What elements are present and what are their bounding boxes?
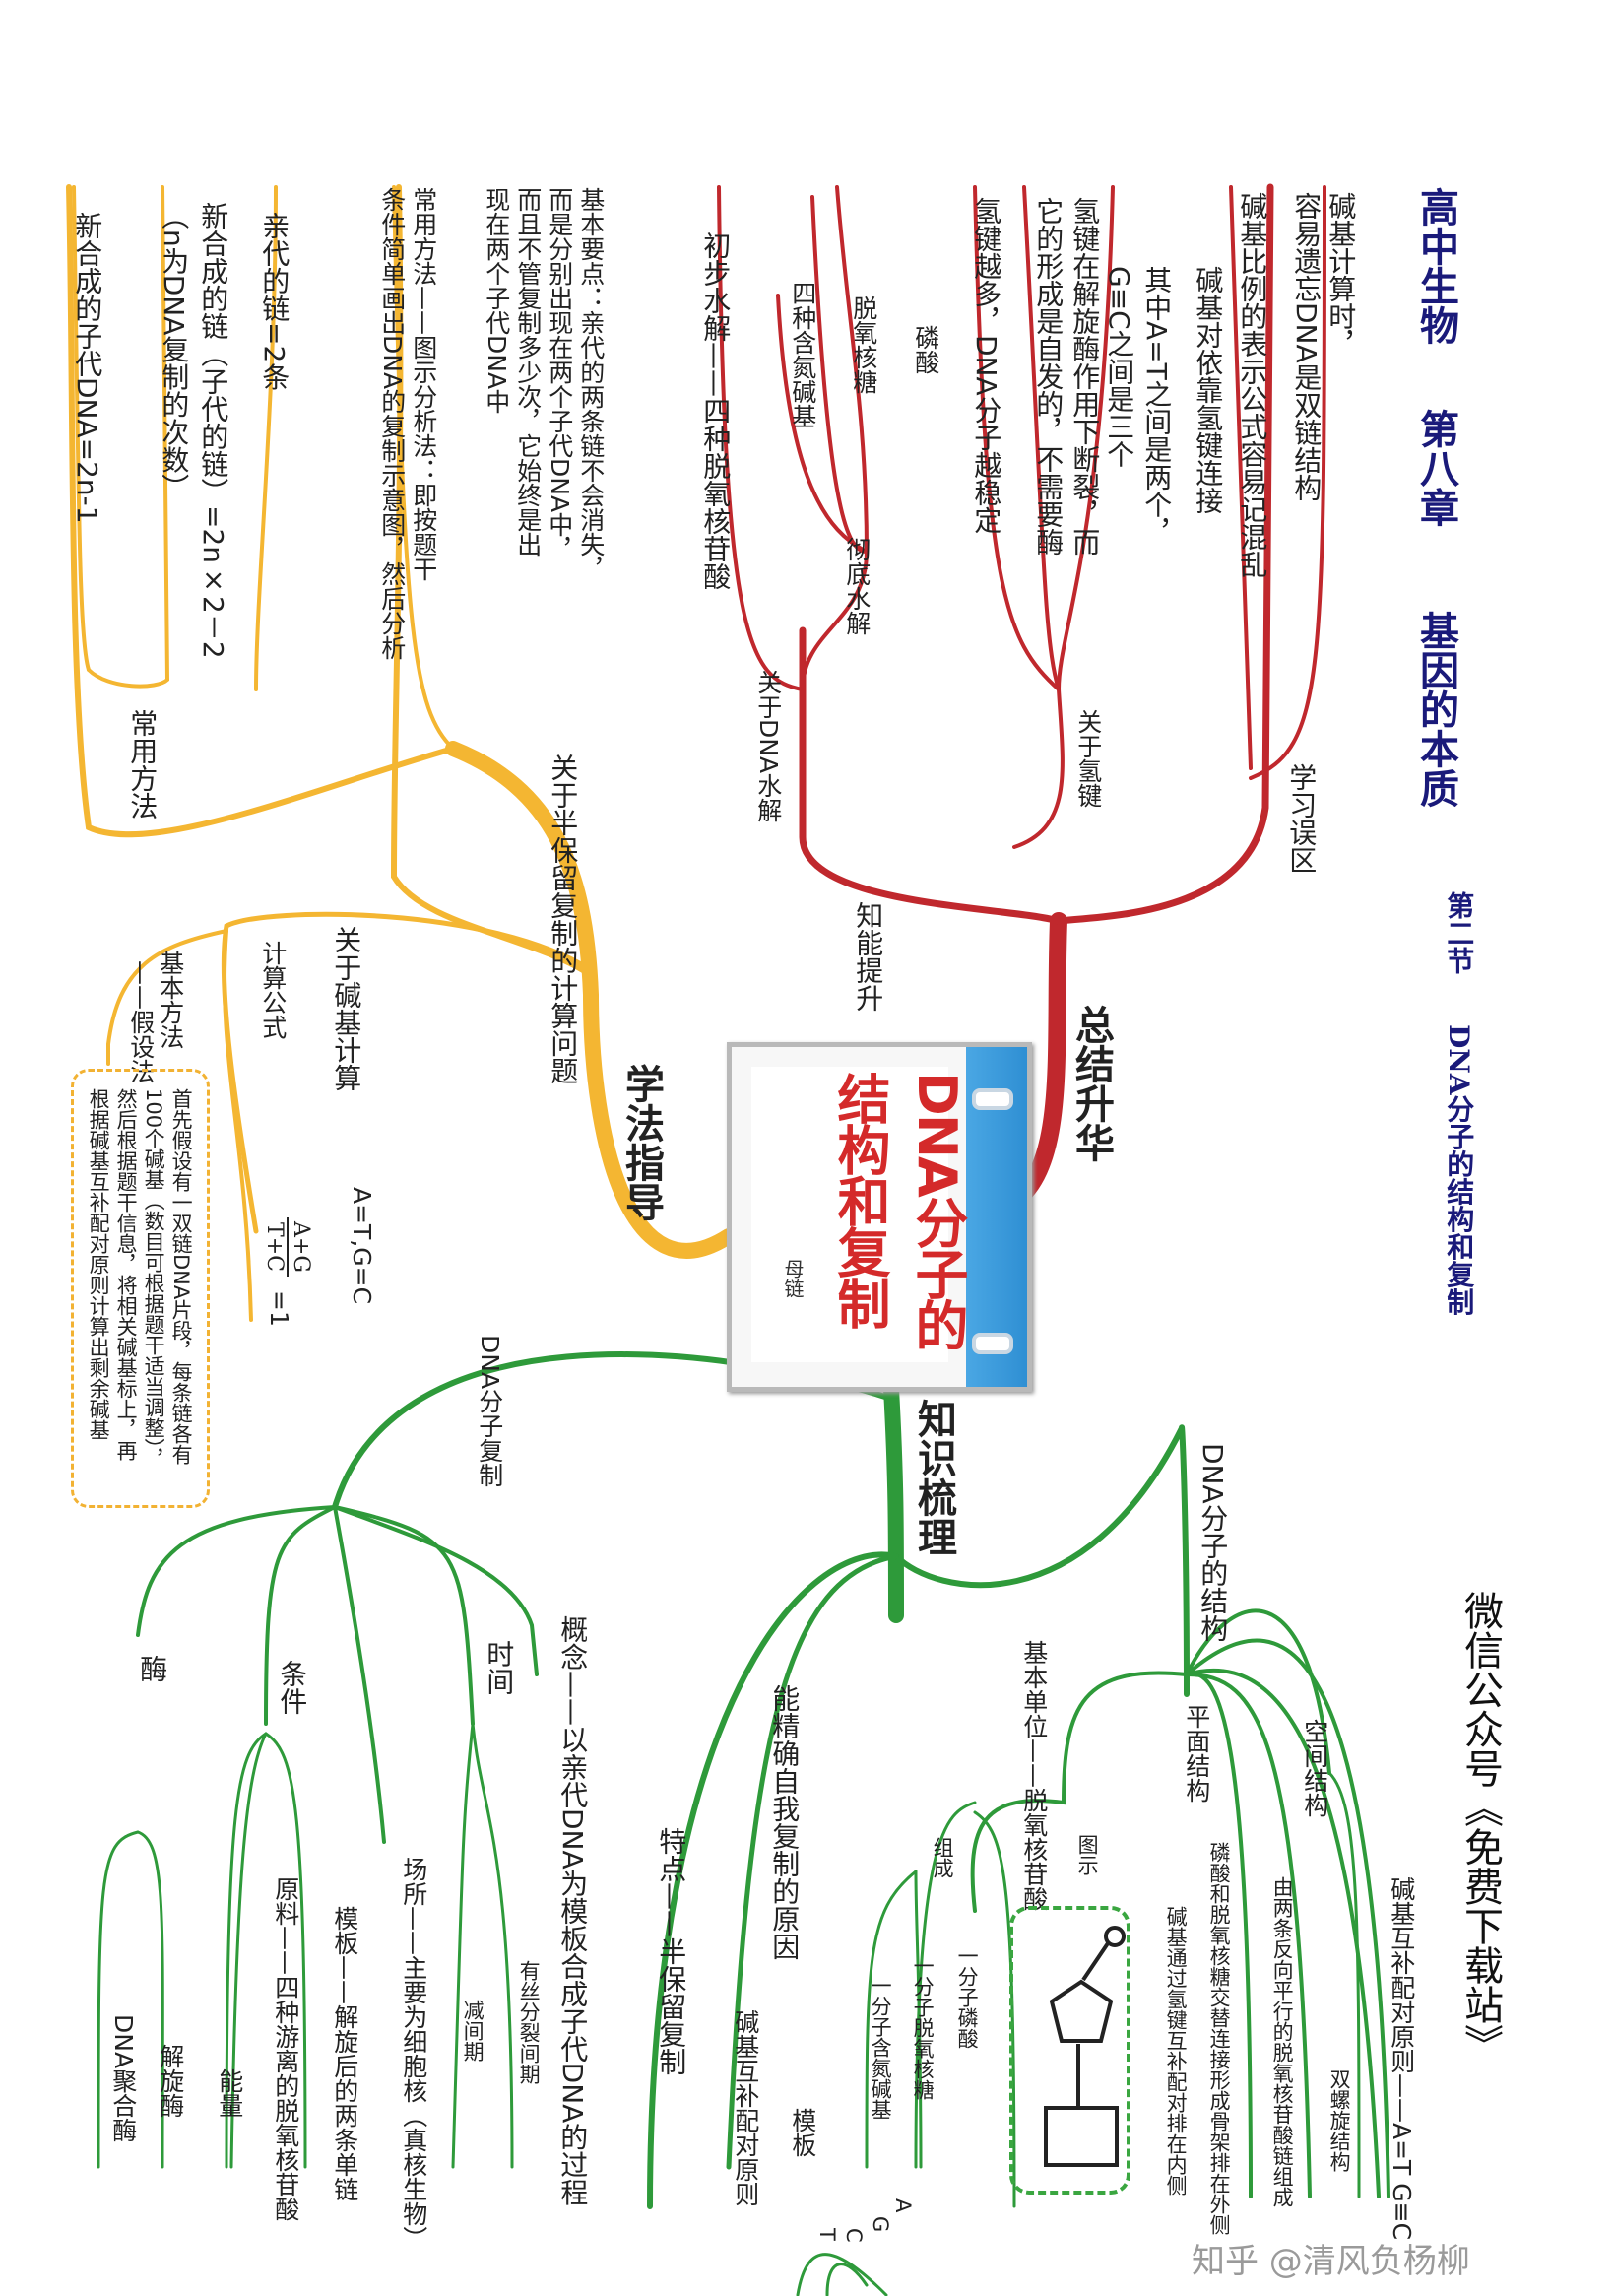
base-a: A — [891, 2198, 916, 2213]
note-hbond-1: 碱基对依靠氢键连接 — [1192, 266, 1225, 514]
base-g: G — [869, 2216, 893, 2233]
course-title: 高中生物 — [1413, 187, 1459, 345]
section-number: 第二节 — [1443, 891, 1476, 974]
binder-ring-icon — [972, 1333, 1013, 1354]
label-basic-method: 基本方法 — [156, 951, 185, 1049]
label-dna-replication: DNA分子复制 — [475, 1335, 504, 1488]
label-common-method: 常用方法 — [126, 709, 160, 820]
label-about-hydrolysis: 关于DNA水解 — [753, 670, 783, 823]
label-dna-structure: DNA分子的结构 — [1196, 1443, 1230, 1642]
formula-new-dna: 新合成的子代DNA=2n-1 — [71, 212, 104, 524]
base-t: T — [815, 2228, 840, 2241]
ratio-value: =1 — [264, 1290, 293, 1327]
note-mistake-1: 碱基计算时， — [1324, 192, 1358, 358]
center-topic-card: DNA分子的结构和复制 母链 — [727, 1042, 1032, 1392]
label-phosphate: 磷酸 — [911, 325, 940, 374]
assume-step-2: 100个碱基（数目可根据题干适当调整）， — [142, 1088, 166, 1470]
label-helicase: 解旋酶 — [156, 2044, 185, 2118]
label-conditions: 条件 — [276, 1660, 309, 1715]
label-time-meiosis: 减间期 — [461, 2000, 485, 2062]
label-about-hbond: 关于氢键 — [1073, 709, 1103, 808]
structure-point-2: 磷酸和脱氧核糖交替连接形成骨架排在外侧 — [1207, 1842, 1232, 2235]
label-base-calc: 关于碱基计算 — [330, 926, 363, 1091]
label-concept: 概念——以亲代DNA为模板合成子代DNA的过程 — [556, 1615, 590, 2206]
structure-point-1: 由两条反向平行的脱氧核苷酸链组成 — [1270, 1876, 1295, 2207]
label-plane-structure: 平面结构 — [1182, 1704, 1211, 1803]
assume-step-4: 根据碱基互补配对原则计算出剩余碱基 — [87, 1088, 111, 1440]
label-material: 原料——四种游离的脱氧核苷酸 — [271, 1876, 300, 2221]
label-feature: 特点——半保留复制 — [655, 1827, 688, 2075]
chapter-name: 基因的本质 — [1413, 611, 1459, 808]
label-accurate-reason: 能精确自我复制的原因 — [768, 1684, 802, 1960]
label-place: 场所——主要为细胞核（真核生物） — [399, 1857, 428, 2251]
center-card-page — [751, 1067, 948, 1362]
section-name: DNA分子的结构和复制 — [1443, 1024, 1476, 1316]
center-subtitle: 母链 — [781, 1259, 805, 1298]
wechat-note: 微信公众号《免费下载站》 — [1457, 1591, 1503, 2064]
label-one-base: 一分子含氮碱基 — [869, 1975, 893, 2120]
label-diagram: 图示 — [1075, 1834, 1100, 1875]
label-one-deoxyribose: 一分子脱氧核糖 — [911, 1955, 936, 2100]
common-method-1: 常用方法——图示分析法：即按题干 — [409, 187, 438, 581]
ratio-denominator: T+C — [262, 1217, 289, 1277]
key-point-3: 而且不管复制多少次，它始终是出 — [513, 187, 543, 557]
label-one-phosphate: 一分子磷酸 — [955, 1945, 980, 2049]
structure-pairing-rule: 碱基互补配对原则——A=T G≡C — [1387, 1876, 1416, 2241]
label-ability: 知能提升 — [852, 901, 885, 1012]
note-hbond-3: G≡C之间是三个 — [1103, 266, 1136, 468]
structure-double-helix: 双螺旋结构 — [1327, 2068, 1352, 2172]
assume-method-box — [71, 1069, 210, 1508]
label-polymerase: DNA聚合酶 — [108, 2014, 138, 2143]
label-space-structure: 空间结构 — [1300, 1719, 1329, 1817]
label-composition: 组成 — [931, 1837, 955, 1878]
formula-parent-strands: 亲代的链=2条 — [258, 212, 291, 391]
label-calc-formula: 计算公式 — [258, 941, 288, 1039]
key-point-4: 现在两个子代DNA中 — [482, 187, 511, 415]
label-initial-hydrolysis: 初步水解——四种脱氧核苷酸 — [699, 231, 733, 590]
watermark: 知乎 @清风负杨柳 — [1192, 2242, 1470, 2281]
label-assume-method: ——假设法 — [126, 960, 156, 1083]
label-template-reason: 模板 — [788, 2108, 817, 2157]
note-hbond-4: 氢键在解旋酶作用下断裂，而 — [1068, 197, 1102, 556]
label-basic-unit: 基本单位——脱氧核苷酸 — [1019, 1640, 1049, 1911]
structure-point-3: 碱基通过氢键互补配对排在内侧 — [1164, 1906, 1189, 2196]
label-energy: 能量 — [215, 2068, 244, 2118]
label-time: 时间 — [483, 1640, 516, 1695]
note-mistake-2: 容易遗忘DNA是双链结构 — [1290, 192, 1324, 501]
assume-step-1: 首先假设有一双链DNA片段，每条链各有 — [169, 1088, 194, 1466]
formula-note-n: （n为DNA复制的次数） — [158, 202, 191, 501]
label-semi-conservative-calc: 关于半保留复制的计算问题 — [547, 754, 580, 1084]
base-c: C — [842, 2228, 867, 2243]
label-deoxyribose: 脱氧核糖 — [849, 295, 878, 394]
center-title: DNA分子的结构和复制 — [828, 1072, 968, 1349]
chapter-number: 第八章 — [1413, 409, 1459, 527]
note-hbond-6: 氢键越多，DNA分子越稳定 — [970, 197, 1003, 534]
branch-knowledge: 知识梳理 — [911, 1399, 956, 1556]
label-mistakes: 学习误区 — [1285, 763, 1319, 874]
note-mistake-3: 碱基比例的表示公式容易记混乱 — [1236, 192, 1269, 578]
label-four-bases: 四种含氮碱基 — [788, 281, 817, 428]
equation-at-gc: A=T,G=C — [347, 1187, 376, 1305]
branch-summary: 总结升华 — [1068, 1005, 1114, 1162]
assume-step-3: 然后根据题干信息，将相关碱基标上，再 — [114, 1088, 139, 1461]
ratio-numerator: A+G — [289, 1221, 313, 1273]
key-point-1: 基本要点：亲代的两条链不会消失， — [576, 187, 606, 581]
label-complete-hydrolysis: 彻底水解 — [842, 537, 872, 635]
nucleotide-diagram-box — [1009, 1906, 1130, 2195]
key-point-2: 而是分别出现在两个子代DNA中， — [545, 187, 574, 562]
label-template: 模板——解旋后的两条单链 — [330, 1906, 359, 2201]
formula-new-strands: 新合成的链（子代的链）=2n×2－2 — [197, 202, 230, 659]
common-method-2: 条件简单画出DNA的复制示意图，然后分析 — [377, 187, 407, 661]
label-enzyme: 酶 — [136, 1655, 169, 1682]
branch-method: 学法指导 — [618, 1064, 664, 1221]
note-hbond-5: 它的形成是自发的，不需要酶 — [1032, 197, 1066, 556]
nucleotide-diagram-icon — [1044, 1926, 1126, 2167]
label-time-mitosis: 有丝分裂间期 — [517, 1960, 542, 2084]
binder-ring-icon — [972, 1088, 1013, 1110]
note-hbond-2: 其中A=T之间是两个， — [1140, 266, 1174, 546]
label-base-pairing: 碱基互补配对原则 — [731, 2009, 760, 2206]
ratio-formula: A+G T+C — [262, 1217, 313, 1277]
